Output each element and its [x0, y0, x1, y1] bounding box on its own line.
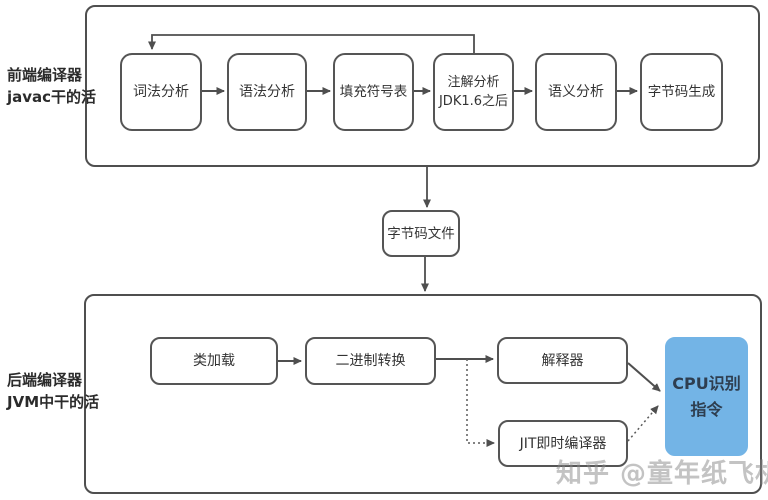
node-interpreter: 解释器: [497, 337, 628, 384]
node-jit-compiler-label: JIT即时编译器: [519, 435, 607, 452]
node-bytecode-file-label: 字节码文件: [387, 225, 455, 242]
node-syntax-analysis: 语法分析: [227, 53, 307, 131]
node-binary-conversion: 二进制转换: [305, 337, 436, 385]
dotted-arrow-jit-to-cpu: [627, 405, 659, 442]
node-cpu-instructions-label-line2: 指令: [690, 399, 723, 419]
node-cpu-instructions-label-line1: CPU识别: [672, 373, 741, 393]
node-semantic-analysis-label: 语义分析: [548, 84, 604, 100]
node-lexical-analysis-label: 词法分析: [133, 84, 189, 100]
node-annotation-analysis: 注解分析 JDK1.6之后: [433, 53, 514, 131]
node-class-loading-label: 类加载: [193, 353, 235, 369]
node-annotation-analysis-label-line2: JDK1.6之后: [438, 94, 509, 109]
node-jit-compiler: JIT即时编译器: [498, 420, 628, 467]
frontend-compiler-label: 前端编译器 javac干的活: [7, 64, 107, 108]
backend-compiler-container: [84, 294, 762, 494]
node-bytecode-generation-label: 字节码生成: [647, 84, 716, 100]
backend-label-line1: 后端编译器: [7, 371, 83, 389]
node-bytecode-generation: 字节码生成: [640, 53, 723, 131]
feedback-arrow-annotation-to-lexical: [148, 34, 475, 53]
node-cpu-instructions: CPU识别 指令: [665, 337, 748, 456]
backend-compiler-label: 后端编译器 JVM中干的活: [7, 369, 107, 413]
node-interpreter-label: 解释器: [541, 352, 584, 369]
dotted-arrow-binary-to-jit: [466, 359, 495, 447]
arrow-interpreter-to-cpu: [627, 362, 661, 392]
node-fill-symbol-table-label: 填充符号表: [339, 84, 408, 100]
backend-label-line2: JVM中干的活: [7, 393, 100, 411]
node-fill-symbol-table: 填充符号表: [333, 53, 414, 131]
frontend-label-line1: 前端编译器: [7, 66, 83, 84]
zhihu-watermark: 知乎 @童年纸飞机: [556, 459, 768, 489]
node-syntax-analysis-label: 语法分析: [239, 84, 295, 100]
node-class-loading: 类加载: [150, 337, 278, 385]
node-lexical-analysis: 词法分析: [120, 53, 202, 131]
node-semantic-analysis: 语义分析: [535, 53, 617, 131]
node-bytecode-file: 字节码文件: [382, 210, 460, 257]
node-annotation-analysis-label-line1: 注解分析: [447, 75, 500, 90]
node-binary-conversion-label: 二进制转换: [335, 353, 406, 369]
frontend-label-line2: javac干的活: [7, 88, 97, 106]
